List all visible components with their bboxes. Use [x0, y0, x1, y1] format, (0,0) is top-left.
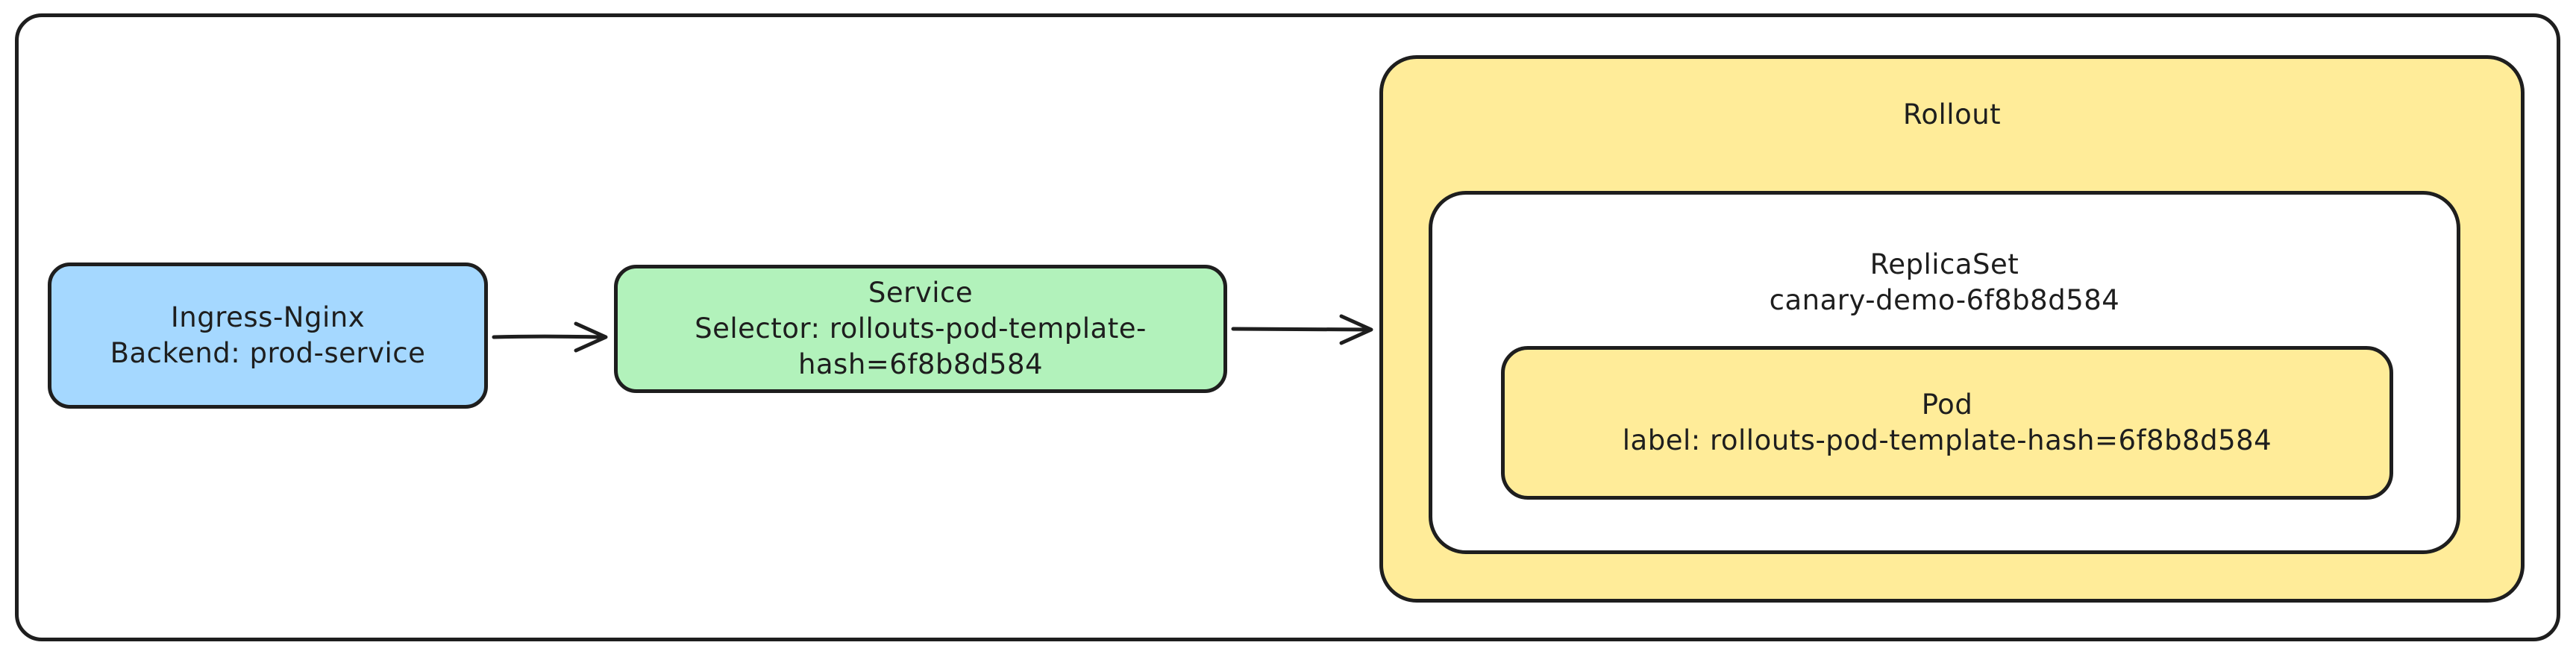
pod-node[interactable]: Pod label: rollouts-pod-template-hash=6f… — [1501, 346, 2393, 500]
service-selector-line1: Selector: rollouts-pod-template- — [695, 312, 1147, 345]
replicaset-label-group: ReplicaSet canary-demo-6f8b8d584 — [1432, 247, 2457, 318]
pod-label: label: rollouts-pod-template-hash=6f8b8d… — [1622, 424, 2272, 456]
ingress-nginx-node[interactable]: Ingress-Nginx Backend: prod-service — [48, 263, 488, 409]
service-node[interactable]: Service Selector: rollouts-pod-template-… — [614, 265, 1227, 393]
pod-title: Pod — [1921, 389, 1973, 421]
ingress-title: Ingress-Nginx — [170, 301, 366, 333]
replicaset-name: canary-demo-6f8b8d584 — [1769, 284, 2120, 316]
service-title: Service — [868, 277, 974, 309]
rollout-title: Rollout — [1902, 98, 2002, 131]
service-selector-line2: hash=6f8b8d584 — [797, 348, 1044, 380]
ingress-backend-label: Backend: prod-service — [110, 337, 426, 369]
replicaset-title: ReplicaSet — [1870, 248, 2019, 280]
